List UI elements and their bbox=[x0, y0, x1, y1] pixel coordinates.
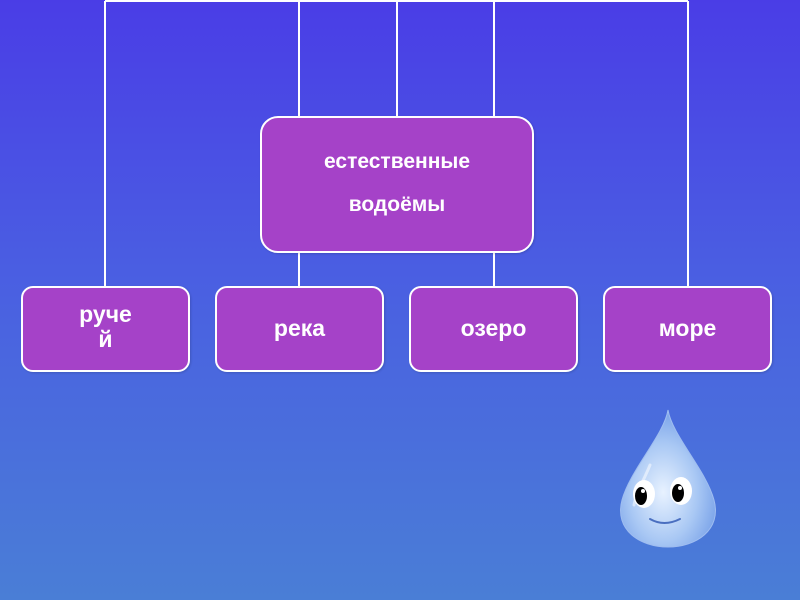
water-drop-mascot-icon bbox=[608, 405, 728, 550]
leaf-node-sea: море bbox=[603, 286, 772, 372]
drop-right-eye-pupil bbox=[672, 484, 684, 502]
center-node-line1: естественные bbox=[324, 151, 470, 172]
drop-body bbox=[621, 410, 716, 547]
leaf-node-river: река bbox=[215, 286, 384, 372]
leaf-node-river-label: река bbox=[274, 315, 325, 342]
leaf-node-stream-label: руче й bbox=[79, 302, 132, 353]
leaf-node-stream: руче й bbox=[21, 286, 190, 372]
leaf-node-lake-label: озеро bbox=[461, 315, 527, 342]
leaf-node-lake: озеро bbox=[409, 286, 578, 372]
leaf-node-sea-label: море bbox=[659, 315, 717, 342]
drop-left-eye-pupil bbox=[635, 487, 647, 505]
center-node-natural-water-bodies: естественные водоёмы bbox=[260, 116, 534, 253]
center-node-line2: водоёмы bbox=[349, 194, 446, 215]
